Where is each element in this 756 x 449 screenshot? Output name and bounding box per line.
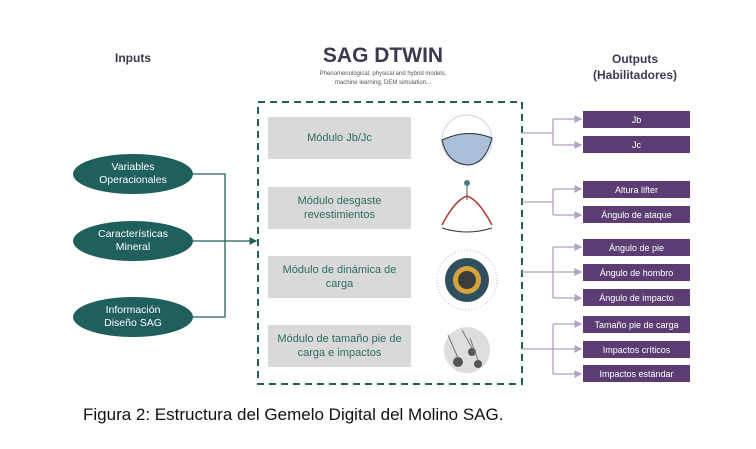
charge-dynamics-icon: [436, 249, 498, 311]
inputs-label: Inputs: [115, 51, 151, 65]
output-jc: Jc: [583, 136, 690, 153]
output-impactos-criticos: Impactos críticos: [583, 341, 690, 358]
output-connectors: [522, 115, 583, 378]
output-jb: Jb: [583, 111, 690, 128]
figure-caption: Figura 2: Estructura del Gemelo Digital …: [83, 405, 504, 424]
module-desgaste: Módulo desgaste revestimientos: [268, 187, 411, 229]
module-dinamica: Módulo de dinámica de carga: [268, 256, 411, 298]
module-jb-jc: Módulo Jb/Jc: [268, 117, 411, 159]
liner-wear-icon: [441, 180, 493, 233]
input-connectors: [193, 173, 258, 318]
output-tamano-pie: Tamaño pie de carga: [583, 316, 690, 333]
dtwin-dashed-box: [257, 101, 523, 385]
output-angulo-impacto: Ángulo de impacto: [583, 289, 690, 306]
output-altura-lifter: Altura lifter: [583, 181, 690, 198]
outputs-label: Outputs(Habilitadores): [592, 52, 677, 82]
output-angulo-hombro: Ángulo de hombro: [583, 264, 690, 281]
impacts-icon: [444, 327, 490, 373]
mill-charge-icon: [441, 114, 493, 166]
output-impactos-estandar: Impactos estándar: [583, 365, 690, 382]
output-angulo-pie: Ángulo de pie: [583, 239, 690, 256]
diagram-title: SAG DTWIN: [322, 44, 444, 67]
diagram-subtitle: Phenomenological, physical and hybrid mo…: [319, 71, 447, 86]
module-tamano-impactos: Módulo de tamaño pie de carga e impactos: [268, 325, 411, 367]
output-angulo-ataque: Ángulo de ataque: [583, 206, 690, 223]
